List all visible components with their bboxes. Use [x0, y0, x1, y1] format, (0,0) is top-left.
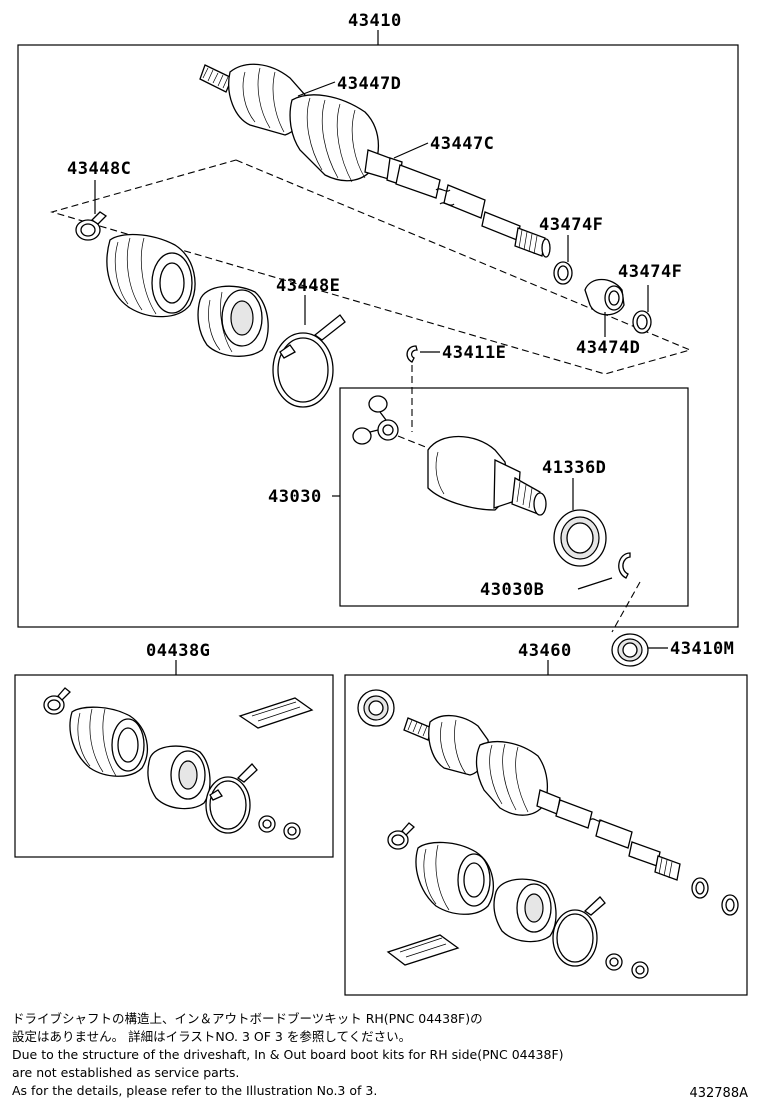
label-snap-ring-joint[interactable]: 43411E: [442, 343, 506, 363]
label-snap-ring-lower[interactable]: 43474F: [618, 262, 682, 282]
boot-kit-box: [14, 674, 334, 858]
label-snap-ring-joint-b[interactable]: 43030B: [480, 580, 544, 600]
label-boot-inner[interactable]: 43447C: [430, 134, 494, 154]
illustration-id: 432788A: [689, 1086, 748, 1101]
label-oil-seal[interactable]: 41336D: [542, 458, 606, 478]
boot-kit-outer-boot[interactable]: [69, 706, 148, 777]
snap-ring-joint[interactable]: [406, 345, 418, 363]
boot-kit-clamp-small[interactable]: [43, 687, 71, 715]
note-en-line-1: Due to the structure of the driveshaft, …: [12, 1047, 564, 1062]
inboard-joint-housing[interactable]: [427, 435, 547, 516]
snap-ring-joint-b[interactable]: [618, 552, 631, 579]
alt-assembly-box: [344, 674, 748, 996]
dust-cover[interactable]: [584, 278, 625, 316]
oil-seal[interactable]: [553, 509, 607, 567]
boot-kit-boot-inner[interactable]: [197, 285, 269, 357]
alt-clamp-small[interactable]: [387, 822, 415, 850]
note-en-line-3: As for the details, please refer to the …: [12, 1083, 378, 1098]
clamp-small[interactable]: [75, 211, 108, 241]
dust-deflector[interactable]: [611, 633, 649, 667]
label-boot-outer[interactable]: 43447D: [337, 74, 401, 94]
clamp-large[interactable]: [272, 314, 346, 408]
alt-snap-ring-1[interactable]: [691, 877, 709, 899]
alt-drive-shaft[interactable]: [403, 715, 681, 881]
label-dust-deflector[interactable]: 43410M: [670, 639, 734, 659]
tripod-joint[interactable]: [352, 395, 399, 445]
alt-snap-rings-small[interactable]: [605, 953, 649, 979]
label-clamp-large[interactable]: 43448E: [276, 276, 340, 296]
alt-boot[interactable]: [415, 841, 494, 915]
label-assembly[interactable]: 43410: [348, 11, 402, 31]
note-jp-line-1: ドライブシャフトの構造上、イン＆アウトボードブーツキット RH(PNC 0443…: [12, 1011, 483, 1026]
boot-kit-boot[interactable]: [106, 233, 196, 318]
alt-snap-ring-2[interactable]: [721, 894, 739, 916]
alt-dust-deflector[interactable]: [357, 689, 395, 727]
alt-clamp-large[interactable]: [552, 896, 606, 967]
label-boot-kit[interactable]: 04438G: [146, 641, 210, 661]
label-dust-cover[interactable]: 43474D: [576, 338, 640, 358]
assembly-box: [17, 44, 739, 628]
boot-kit-inner-boot[interactable]: [147, 745, 211, 810]
snap-ring-upper[interactable]: [553, 261, 573, 285]
inboard-joint-box: [339, 387, 689, 607]
snap-ring-lower[interactable]: [632, 310, 652, 334]
boot-kit-clamp-large[interactable]: [205, 763, 258, 834]
boot-kit-snap-rings[interactable]: [258, 815, 301, 840]
note-jp-line-2: 設定はありません。 詳細はイラストNO. 3 OF 3 を参照してください。: [12, 1029, 412, 1044]
note-en-line-2: are not established as service parts.: [12, 1065, 240, 1080]
alt-inner-boot[interactable]: [493, 878, 557, 943]
alt-grease-pack[interactable]: [386, 934, 460, 966]
boot-kit-grease-pack[interactable]: [238, 697, 314, 729]
label-shaft-assembly-alt[interactable]: 43460: [518, 641, 572, 661]
drive-shaft-upper[interactable]: [199, 63, 551, 258]
label-snap-ring-upper[interactable]: 43474F: [539, 215, 603, 235]
label-clamp-small[interactable]: 43448C: [67, 159, 131, 179]
label-inboard-joint[interactable]: 43030: [268, 487, 322, 507]
service-notes: ドライブシャフトの構造上、イン＆アウトボードブーツキット RH(PNC 0443…: [12, 1010, 652, 1100]
